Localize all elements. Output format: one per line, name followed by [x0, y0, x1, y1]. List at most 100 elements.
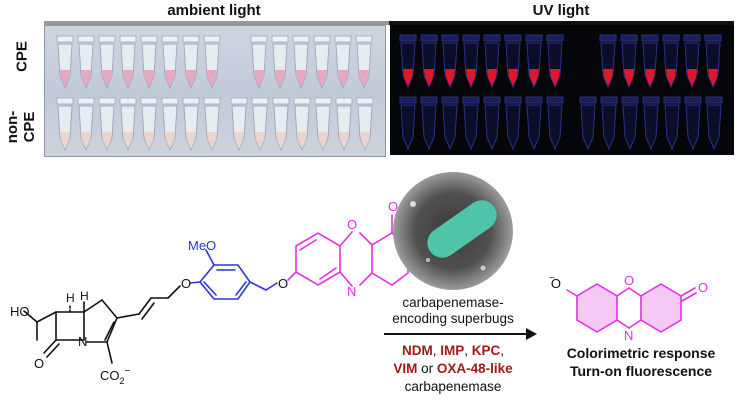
uv-tubes — [399, 34, 723, 151]
ether-o-label-2: O — [278, 276, 288, 291]
ambient-cpe-tube — [119, 35, 137, 90]
probe-molecule: HO H H N O CO2− MeO O O O N — [10, 217, 357, 386]
product-keto-o: O — [698, 280, 708, 295]
ambient-cpe-tube — [98, 35, 116, 90]
ambient-noncpe-tube — [119, 97, 137, 152]
ambient-noncpe-tube — [314, 97, 332, 152]
conditions-line1: carbapenemase- — [402, 295, 504, 310]
phenoxazine-keto-o-label: O — [388, 199, 398, 214]
uv-noncpe-tube — [399, 96, 417, 151]
uv-cpe-tube — [641, 34, 659, 89]
ambient-noncpe-tube — [182, 97, 200, 152]
uv-noncpe-tube — [579, 96, 597, 151]
enzyme-sep-2: , — [464, 343, 472, 358]
ambient-cpe-tube — [203, 35, 221, 90]
non-cpe-label-line2: CPE — [21, 111, 38, 143]
product-ring-o: O — [624, 273, 634, 288]
reaction-arrow — [384, 333, 528, 335]
uv-noncpe-tube — [420, 96, 438, 151]
product-phenolate-o: O− — [549, 273, 561, 291]
ambient-light-header: ambient light — [167, 2, 261, 19]
ambient-cpe-tube — [334, 35, 352, 90]
reaction-arrowhead — [526, 328, 537, 340]
enzymes-line2: VIM or OXA-48-like — [368, 360, 538, 377]
uv-cpe-tube — [662, 34, 680, 89]
enzyme-kpc: KPC — [471, 343, 501, 358]
ambient-noncpe-tube — [356, 97, 374, 152]
uv-cpe-tube — [504, 34, 522, 89]
uv-cpe-tube — [683, 34, 701, 89]
uv-cpe-tube — [546, 34, 564, 89]
uv-cpe-tube — [462, 34, 480, 89]
ambient-cpe-tube — [161, 35, 179, 90]
uv-cpe-tube — [599, 34, 617, 89]
ambient-cpe-tube — [77, 35, 95, 90]
bacterium-shape — [410, 200, 497, 271]
ether-o-label-1: O — [181, 276, 191, 291]
conditions-line2: encoding superbugs — [392, 311, 514, 326]
uv-noncpe-tube — [462, 96, 480, 151]
result-colorimetric: Colorimetric response — [566, 345, 716, 361]
uv-noncpe-tube — [525, 96, 543, 151]
non-cpe-row-label: non- CPE — [4, 102, 38, 152]
h-label-1: H — [66, 291, 75, 305]
ambient-noncpe-tube — [77, 97, 95, 152]
carbonyl-o-label: O — [34, 356, 44, 371]
uv-cpe-tube — [525, 34, 543, 89]
ambient-noncpe-tube — [272, 97, 290, 152]
ambient-noncpe-tube — [140, 97, 158, 152]
ambient-noncpe-tube — [230, 97, 248, 152]
uv-noncpe-tube — [642, 96, 660, 151]
result-fluorescence: Turn-on fluorescence — [569, 363, 713, 379]
product-ring-n: N — [624, 328, 633, 340]
uv-noncpe-tube — [621, 96, 639, 151]
uv-cpe-tube — [620, 34, 638, 89]
ambient-light-photo — [44, 25, 386, 157]
ambient-cpe-tube — [182, 35, 200, 90]
ambient-cpe-tube — [250, 35, 268, 90]
resorufin-product: O− O N O — [549, 273, 708, 340]
ambient-cpe-tube — [140, 35, 158, 90]
ambient-cpe-tube — [271, 35, 289, 90]
uv-light-photo — [390, 25, 734, 155]
ambient-cpe-tube — [292, 35, 310, 90]
phenoxazine-n-label: N — [347, 284, 356, 299]
ambient-noncpe-tube — [293, 97, 311, 152]
ambient-noncpe-tube — [98, 97, 116, 152]
h-label-2: H — [80, 289, 89, 303]
cpe-row-label: CPE — [13, 41, 31, 72]
ambient-noncpe-tube — [251, 97, 269, 152]
uv-cpe-tube — [483, 34, 501, 89]
enzyme-sep-1: , — [432, 343, 441, 358]
ambient-noncpe-tube — [56, 97, 74, 152]
enzymes-line1: NDM, IMP, KPC, — [368, 342, 538, 359]
uv-cpe-tube — [704, 34, 722, 89]
enzyme-sep-3: , — [500, 343, 505, 358]
uv-cpe-tube — [441, 34, 459, 89]
enzyme-ndm: NDM — [401, 343, 433, 358]
uv-noncpe-tube — [600, 96, 618, 151]
uv-cpe-tube — [399, 34, 417, 89]
ambient-noncpe-tube — [161, 97, 179, 152]
superbug-micrograph — [393, 172, 513, 290]
ambient-tubes — [56, 35, 374, 152]
enzyme-imp: IMP — [440, 343, 465, 358]
uv-noncpe-tube — [504, 96, 522, 151]
probe-phenoxazinone-right: O — [359, 199, 409, 286]
ho-label: HO — [10, 304, 30, 319]
ambient-noncpe-tube — [335, 97, 353, 152]
carboxylate-label: CO2− — [100, 366, 131, 386]
uv-noncpe-tube — [684, 96, 702, 151]
ambient-cpe-tube — [355, 35, 373, 90]
n-label: N — [78, 334, 87, 349]
uv-noncpe-tube — [483, 96, 501, 151]
ambient-noncpe-tube — [203, 97, 221, 152]
ambient-cpe-tube — [313, 35, 331, 90]
uv-cpe-tube — [420, 34, 438, 89]
enzyme-oxa48: OXA-48-like — [436, 361, 513, 376]
non-cpe-label-line1: non- — [4, 110, 21, 144]
phenoxazine-o-label: O — [347, 217, 357, 232]
header-rule — [44, 21, 734, 25]
uv-noncpe-tube — [441, 96, 459, 151]
uv-noncpe-tube — [705, 96, 723, 151]
